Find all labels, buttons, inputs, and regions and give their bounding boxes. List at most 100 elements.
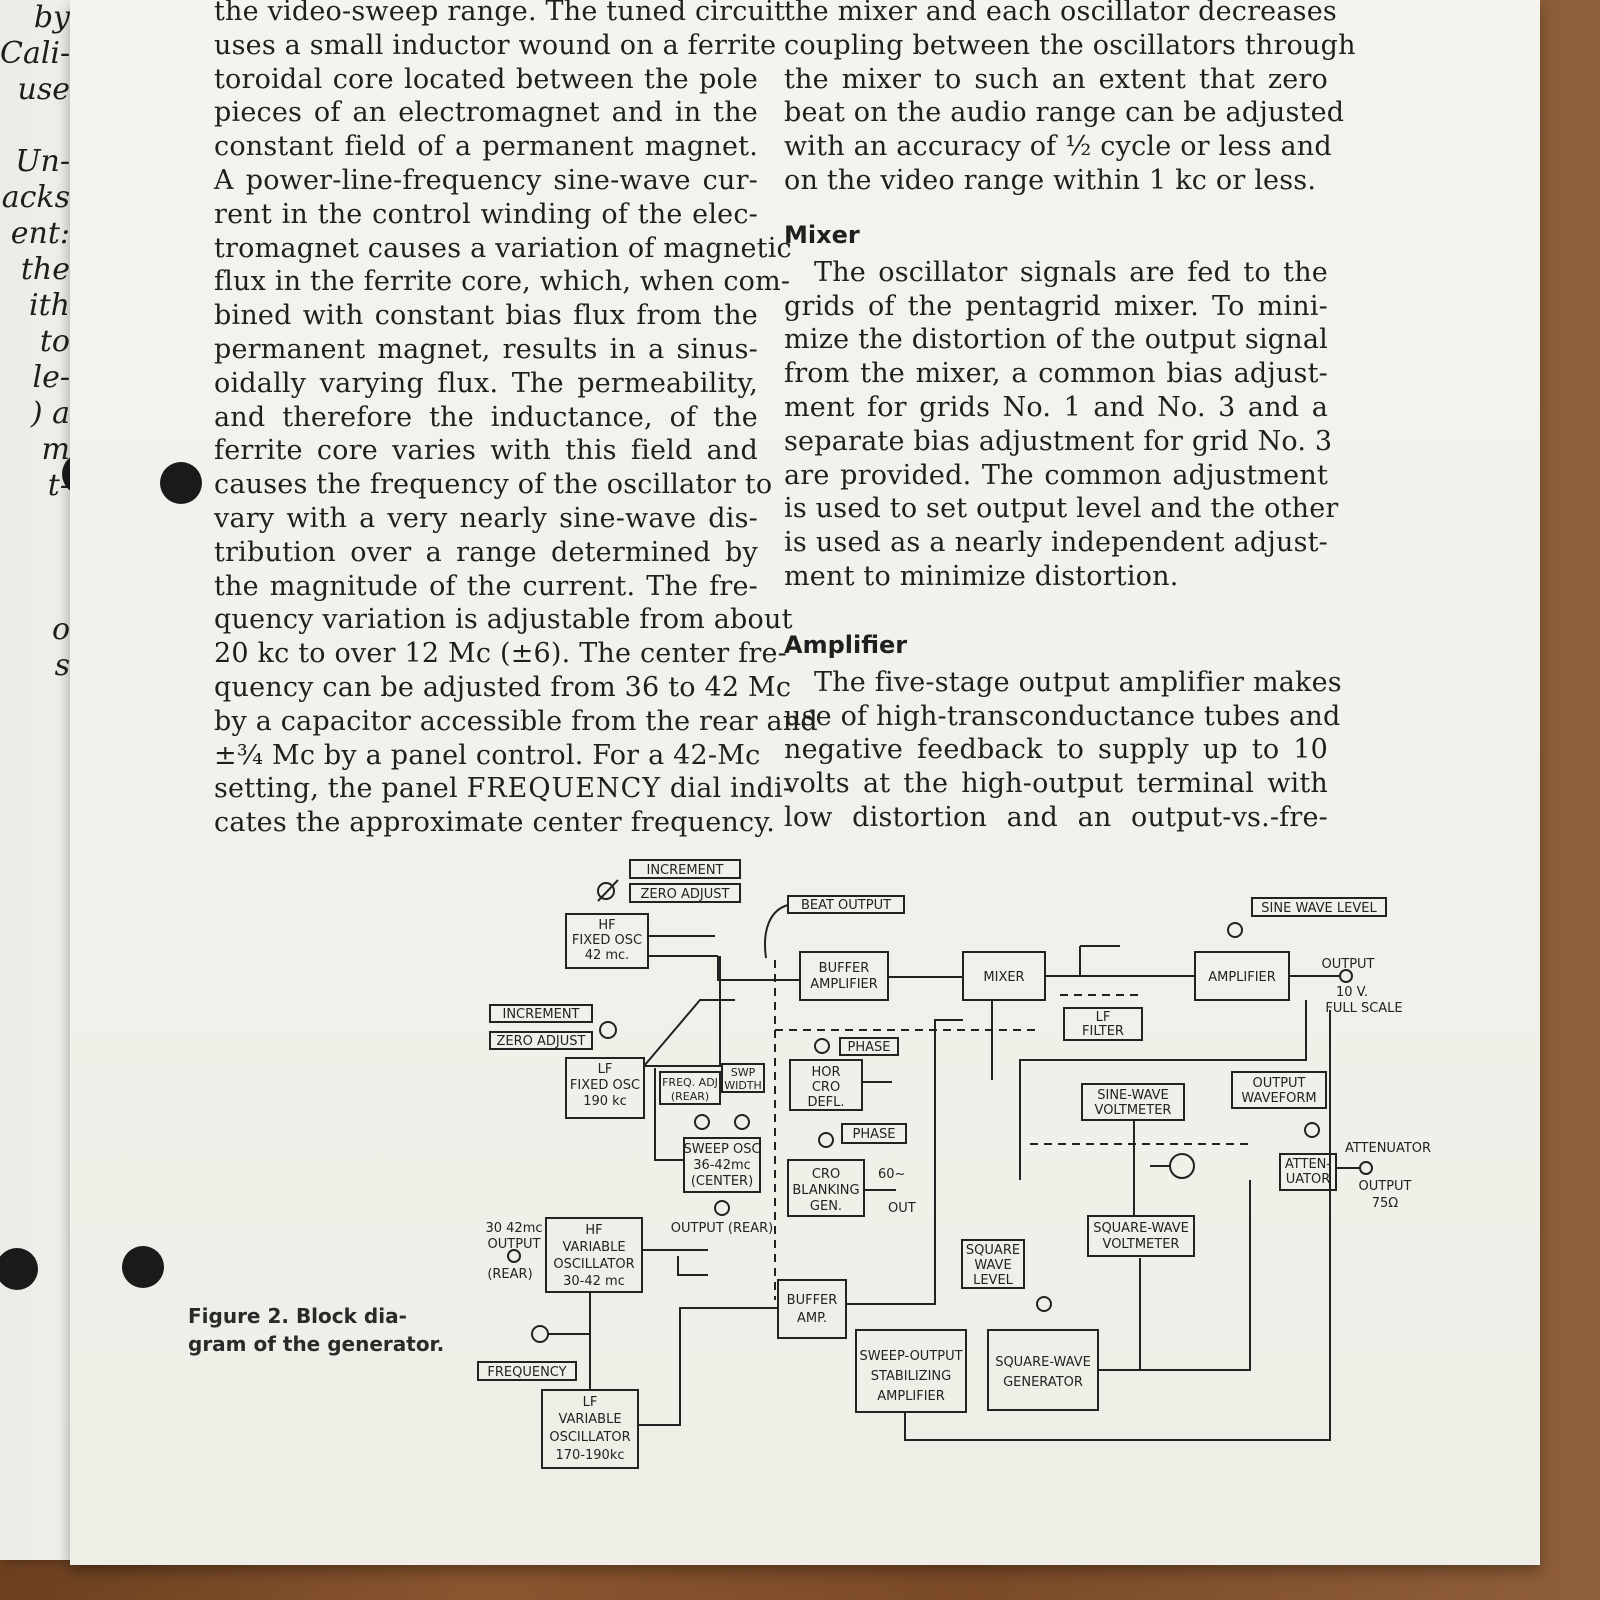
dashed-link — [774, 960, 1040, 1300]
phase-box-2 — [841, 1123, 907, 1144]
swp-width-box — [721, 1063, 765, 1093]
cro-blanking-label: CRO — [812, 1167, 840, 1182]
sweep-output-label: STABILIZING — [871, 1369, 951, 1384]
prev-page-line: the — [20, 252, 70, 287]
sweep-output-label: SWEEP-OUTPUT — [859, 1349, 962, 1364]
freq-adj-label: (REAR) — [671, 1090, 709, 1103]
prev-page-line: ith — [29, 288, 70, 323]
sweep-output-label: AMPLIFIER — [877, 1389, 945, 1404]
text-line: is used as a nearly independent adjust- — [784, 527, 1328, 559]
mixer-heading: Mixer — [784, 220, 860, 249]
knob-icon — [531, 1325, 549, 1343]
wire — [1019, 1000, 1307, 1371]
wire — [643, 956, 735, 1067]
hf-variable-label: OSCILLATOR — [553, 1257, 634, 1272]
buffer-amp-box — [777, 1279, 847, 1339]
text-line: pieces of an electromagnet and in the — [214, 97, 758, 129]
swp-width-label: SWP — [731, 1066, 756, 1079]
text-line: oidally varying flux. The permeability, — [214, 367, 758, 399]
text-line: uses a small inductor wound on a ferrite — [214, 29, 777, 61]
hf-variable-label: VARIABLE — [562, 1240, 625, 1255]
lf-variable-label: 170-190kc — [556, 1448, 625, 1463]
text-line: are provided. The common adjustment — [784, 459, 1328, 491]
sweep-osc-label: SWEEP OSC — [683, 1142, 760, 1157]
text-line: A power-line-frequency sine-wave cur- — [214, 164, 758, 196]
output-waveform-label: WAVEFORM — [1241, 1091, 1316, 1106]
text-line: with an accuracy of ½ cycle or less and — [784, 131, 1332, 163]
hf-variable-label: 30-42 mc — [563, 1274, 625, 1289]
zero-adjust-top-box — [629, 883, 741, 903]
meter-icon — [1169, 1153, 1195, 1179]
binder-hole — [160, 462, 202, 504]
increment-mid-box — [489, 1004, 593, 1023]
lf-variable-label: LF — [583, 1395, 598, 1410]
wire — [642, 1249, 708, 1276]
wire — [1133, 1120, 1170, 1216]
cro-blanking-box — [787, 1159, 865, 1217]
left-text-column: the video-sweep range. The tuned circuit… — [214, 0, 818, 841]
prev-page-line: le- — [32, 360, 71, 395]
lf-variable-label: OSCILLATOR — [549, 1430, 630, 1445]
prev-page-line: ) a — [30, 396, 70, 431]
wire — [775, 976, 963, 981]
text-line: flux in the ferrite core, which, when co… — [214, 266, 791, 298]
output-waveform-label: OUTPUT — [1253, 1076, 1306, 1091]
text-line: constant field of a permanent magnet. — [214, 131, 758, 163]
caption-line: Figure 2. Block dia- — [188, 1304, 407, 1328]
output-rear-label: OUTPUT (REAR) — [671, 1221, 773, 1236]
text-line: ±¾ Mc by a panel control. For a 42-Mc — [214, 739, 761, 771]
text-line: rent in the control winding of the elec- — [214, 198, 758, 230]
freq-adj-box — [659, 1071, 721, 1105]
knob-icon — [597, 882, 615, 900]
knob-icon — [1227, 922, 1243, 938]
text-line: beat on the audio range can be adjusted — [784, 97, 1345, 129]
increment-mid-label: INCREMENT — [503, 1007, 580, 1022]
text-line: quency can be adjusted from 36 to 42 Mc — [214, 671, 792, 703]
hor-cro-label: CRO — [812, 1080, 840, 1095]
square-wave-generator-box — [987, 1329, 1099, 1411]
phase-label-2: PHASE — [853, 1127, 896, 1142]
prev-page-line: acks — [1, 180, 70, 215]
attenuator-box-label: UATOR — [1286, 1172, 1331, 1187]
output-jack-icon — [507, 1249, 521, 1263]
sweep-osc-box — [683, 1137, 761, 1193]
lf-fixed-label: LF — [598, 1062, 613, 1077]
text-line: the video-sweep range. The tuned circuit — [214, 0, 786, 27]
buffer-amplifier-label: BUFFER — [819, 961, 870, 976]
square-wave-generator-label: SQUARE-WAVE — [995, 1355, 1091, 1370]
caption-line: gram of the generator. — [188, 1332, 445, 1356]
sine-voltmeter-label: SINE-WAVE — [1097, 1088, 1169, 1103]
output-jack-icon — [1339, 969, 1353, 983]
knob-icon — [1036, 1296, 1052, 1312]
prev-page-line: ent: — [10, 216, 70, 251]
beat-output-arrow — [764, 904, 789, 959]
binder-hole — [0, 1248, 38, 1290]
phase-box-1 — [839, 1037, 899, 1056]
square-wave-level-label: WAVE — [974, 1258, 1011, 1273]
attenuator-box-label: ATTEN- — [1285, 1157, 1331, 1172]
attenuator-output-label: ATTENUATOR — [1345, 1141, 1431, 1156]
lf-variable-osc-box — [541, 1389, 639, 1469]
text-line: mize the distortion of the output signal — [784, 324, 1328, 356]
square-wave-level-label: SQUARE — [966, 1243, 1020, 1258]
frequency-label: FREQUENCY — [487, 1365, 566, 1380]
zero-adjust-top-label: ZERO ADJUST — [641, 887, 730, 902]
knob-icon — [599, 1021, 617, 1039]
increment-top-box — [629, 859, 741, 879]
mixer-label: MIXER — [983, 970, 1024, 985]
text-line: The oscillator signals are fed to the — [814, 256, 1328, 288]
text-line: tribution over a range determined by — [214, 536, 758, 568]
hf-output-label: OUTPUT — [488, 1237, 541, 1252]
knob-icon — [818, 1132, 834, 1148]
frequency-box — [477, 1361, 577, 1381]
lf-filter-label: FILTER — [1082, 1024, 1124, 1039]
sine-wave-level-box — [1251, 897, 1387, 917]
output-jack-icon — [1359, 1161, 1373, 1175]
attenuator-output-label: 75Ω — [1372, 1196, 1399, 1211]
text-line: causes the frequency of the oscillator t… — [214, 469, 773, 501]
text-line: the mixer to such an extent that zero — [784, 63, 1328, 95]
text-line: ferrite core varies with this field and — [214, 435, 758, 467]
hf-fixed-label: 42 mc. — [585, 948, 630, 963]
hf-output-label: (REAR) — [487, 1267, 532, 1282]
